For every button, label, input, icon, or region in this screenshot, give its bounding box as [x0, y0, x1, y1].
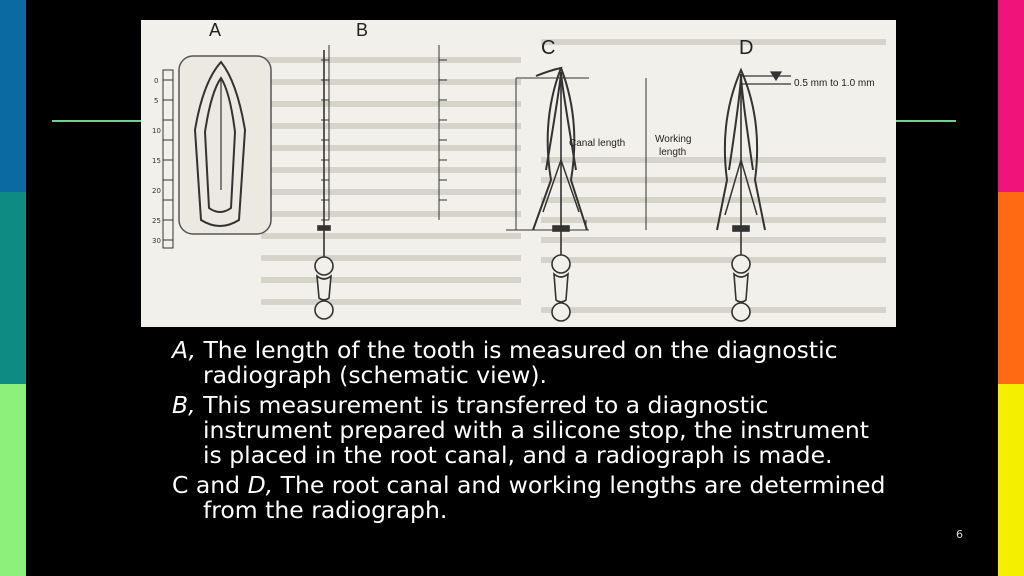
right-accent-bar-pink — [998, 0, 1024, 192]
ruler-b — [321, 45, 447, 221]
canal-length-label: Canal length — [569, 138, 625, 149]
caption-text-b: This measurement is transferred to a dia… — [195, 391, 869, 469]
caption-lead-a: A, — [172, 336, 196, 364]
panel-label-b: B — [356, 20, 368, 40]
left-accent-bar-blue — [0, 0, 26, 192]
right-accent-bar-yellow — [998, 384, 1024, 576]
panel-label-a: A — [209, 20, 221, 40]
stop-distance-arrow — [741, 71, 791, 85]
caption-lead-b: B, — [172, 391, 196, 419]
ruler-a-number: 5 — [154, 97, 158, 105]
slide-page-number: 6 — [956, 528, 963, 541]
caption-paragraph-b: B, This measurement is transferred to a … — [172, 393, 892, 468]
instrument-d — [731, 82, 751, 322]
radiograph-frame — [178, 55, 272, 235]
working-length-label-1: Working — [655, 134, 692, 145]
panel-label-d: D — [739, 37, 753, 59]
caption-text-a: The length of the tooth is measured on t… — [195, 336, 838, 389]
tooth-c — [532, 66, 588, 231]
left-accent-bar-green — [0, 384, 26, 576]
canal-length-dimension — [506, 77, 589, 231]
left-accent-bar-teal — [0, 192, 26, 384]
right-accent-bar-orange — [998, 192, 1024, 384]
ruler-a-number: 15 — [152, 157, 161, 165]
instrument-c — [551, 72, 571, 322]
working-length-label-2: length — [659, 147, 686, 158]
tooth-length-figure: A 0 5 10 15 20 25 30 B — [141, 20, 896, 327]
caption-pre-cd: C and — [172, 471, 248, 499]
caption-paragraph-cd: C and D, The root canal and working leng… — [172, 473, 892, 523]
diagnostic-instrument-b — [314, 50, 334, 320]
ruler-a-number: 0 — [154, 77, 158, 85]
ruler-a-number: 25 — [152, 217, 161, 225]
caption-paragraph-a: A, The length of the tooth is measured o… — [172, 338, 892, 388]
ruler-a-number: 10 — [152, 127, 161, 135]
ruler-a-number: 30 — [152, 237, 161, 245]
tooth-a — [193, 60, 247, 227]
ruler-a — [162, 69, 174, 249]
ruler-a-number: 20 — [152, 187, 161, 195]
caption-text-cd: The root canal and working lengths are d… — [203, 471, 886, 524]
caption-lead-d: D, — [247, 471, 274, 499]
panel-label-c: C — [541, 37, 555, 59]
stop-distance-label: 0.5 mm to 1.0 mm — [794, 78, 875, 89]
figure-caption: A, The length of the tooth is measured o… — [172, 338, 892, 528]
